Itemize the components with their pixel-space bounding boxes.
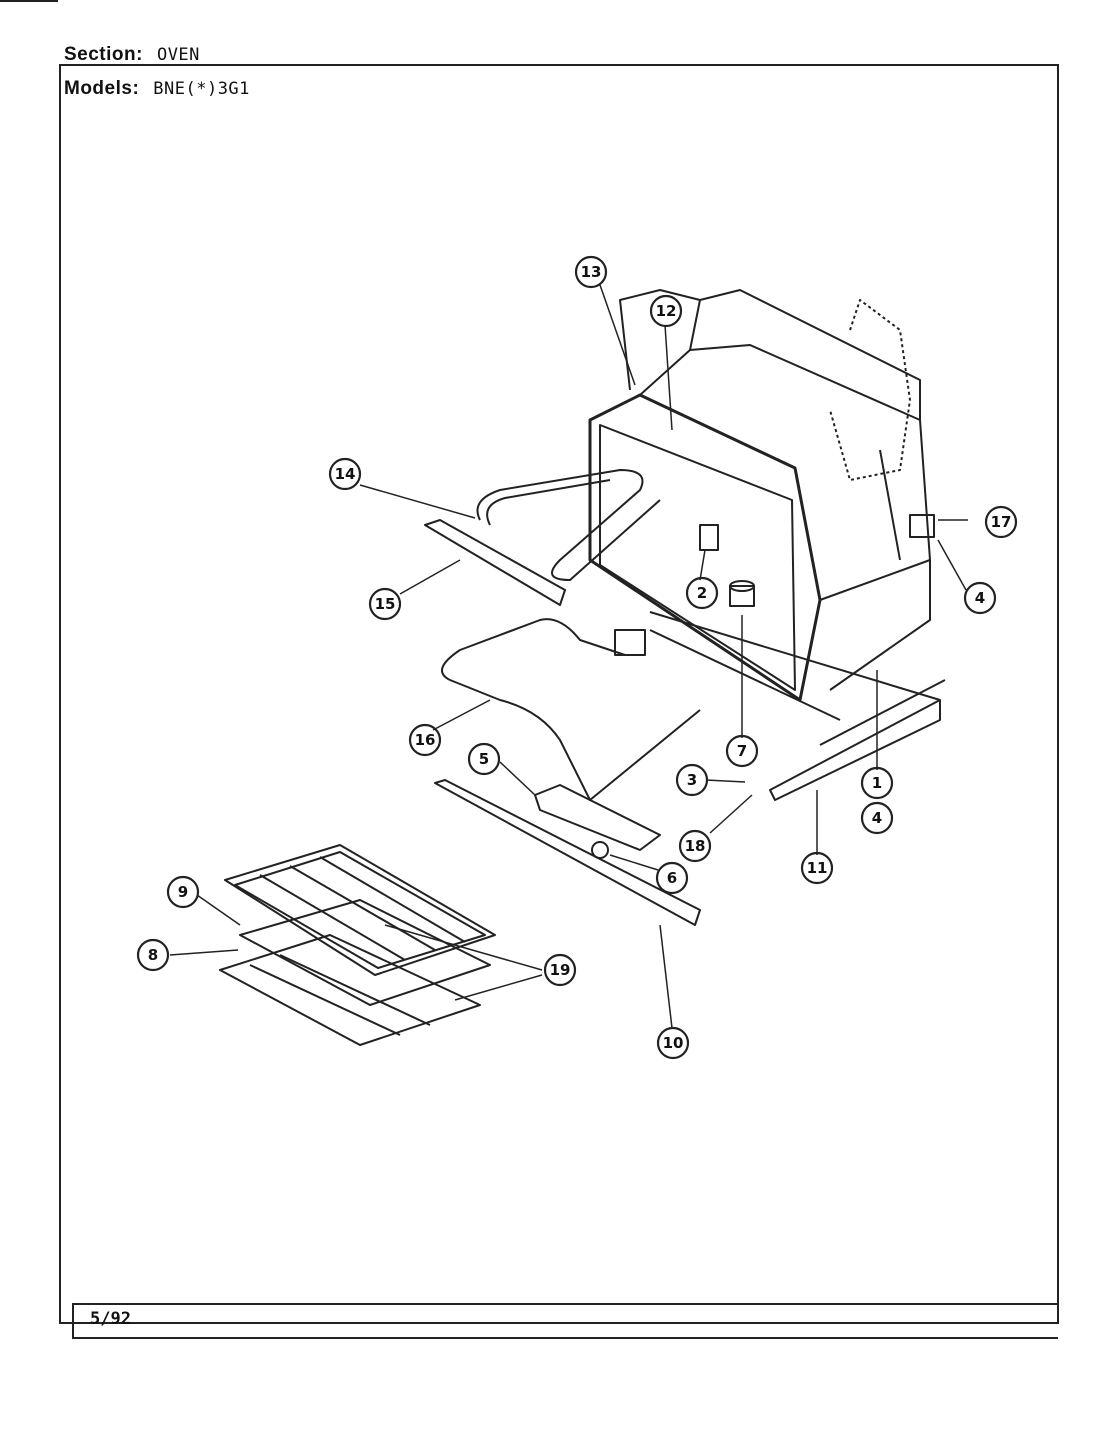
callout-18 xyxy=(678,829,712,863)
models-value: BNE(*)3G1 xyxy=(153,79,250,99)
callout-12 xyxy=(649,294,683,328)
callout-7 xyxy=(725,734,759,768)
latch-clip xyxy=(699,524,719,551)
front-trim xyxy=(434,779,701,926)
callout-18-label: 18 xyxy=(685,837,706,855)
callout-12-label: 12 xyxy=(656,302,677,320)
revision-date: 5/92 xyxy=(90,1309,131,1329)
section-header: Section: OVEN xyxy=(64,44,200,66)
light-cover-body xyxy=(729,585,755,607)
callout-3-label: 3 xyxy=(687,771,697,789)
control-board xyxy=(534,784,661,851)
callout-1-label: 1 xyxy=(872,774,882,792)
footer-left-edge xyxy=(72,1303,74,1338)
callout-13-label: 13 xyxy=(581,263,602,281)
top-edge-mark xyxy=(0,0,58,2)
models-header: Models: BNE(*)3G1 xyxy=(64,78,250,100)
bake-element xyxy=(441,618,701,801)
callout-6 xyxy=(655,861,689,895)
callout-15 xyxy=(368,587,402,621)
callout-3 xyxy=(675,763,709,797)
callout-10-label: 10 xyxy=(663,1034,684,1052)
callout-10 xyxy=(656,1026,690,1060)
callout-11-label: 11 xyxy=(807,859,828,877)
oven-rack-upper xyxy=(224,844,496,976)
front-panel xyxy=(424,519,566,606)
callout-17-label: 17 xyxy=(991,513,1012,531)
knob xyxy=(591,841,609,859)
callout-17 xyxy=(984,505,1018,539)
callout-5-label: 5 xyxy=(479,750,489,768)
diagram-frame xyxy=(59,64,1059,1324)
section-value: OVEN xyxy=(156,45,200,65)
callout-14-label: 14 xyxy=(335,465,356,483)
callout-4b-label: 4 xyxy=(872,809,882,827)
callout-4b xyxy=(860,801,894,835)
callout-5 xyxy=(467,742,501,776)
callout-2-label: 2 xyxy=(697,584,707,602)
oven-cavity xyxy=(588,289,941,721)
footer-bottom-line xyxy=(72,1337,1058,1339)
callout-9-label: 9 xyxy=(178,883,188,901)
callout-8 xyxy=(136,938,170,972)
callout-19-label: 19 xyxy=(550,961,571,979)
callout-13 xyxy=(574,255,608,289)
door-switch xyxy=(909,514,935,538)
callout-16-label: 16 xyxy=(415,731,436,749)
callout-15-label: 15 xyxy=(375,595,396,613)
callout-16 xyxy=(408,723,442,757)
models-label: Models: xyxy=(64,78,140,99)
callout-14 xyxy=(328,457,362,491)
callout-19 xyxy=(543,953,577,987)
callout-2 xyxy=(685,576,719,610)
callout-1 xyxy=(860,766,894,800)
element-bracket xyxy=(614,629,646,656)
callout-9 xyxy=(166,875,200,909)
callout-8-label: 8 xyxy=(148,946,158,964)
callout-4a-label: 4 xyxy=(975,589,985,607)
broil-element xyxy=(476,469,661,581)
side-trim xyxy=(769,699,941,801)
callout-7-label: 7 xyxy=(737,742,747,760)
oven-rack-lower xyxy=(219,899,491,1046)
callout-11 xyxy=(800,851,834,885)
callout-6-label: 6 xyxy=(667,869,677,887)
footer-divider xyxy=(72,1303,1058,1305)
section-label: Section: xyxy=(64,44,143,65)
callout-4a xyxy=(963,581,997,615)
